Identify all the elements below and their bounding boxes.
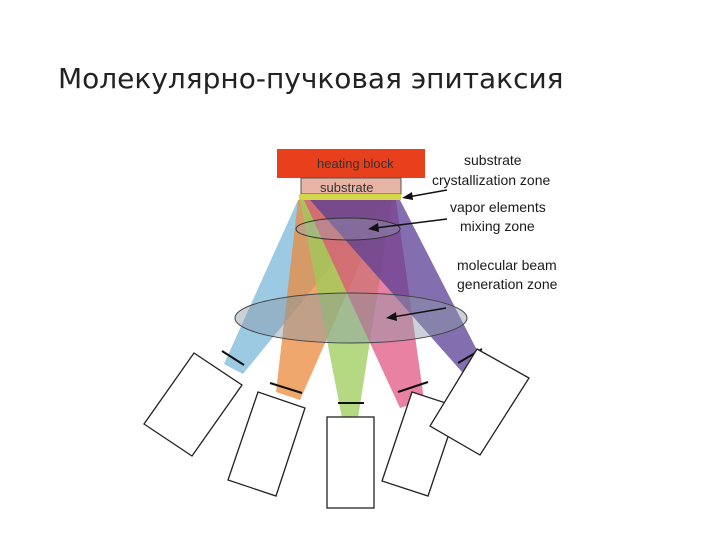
arrow-crystallization [407, 189, 448, 198]
arrow-crystallization-head [402, 192, 413, 200]
effusion-cell-3 [326, 416, 375, 509]
substrate-label: substrate [320, 180, 373, 195]
label-crystallization-2: crystallization zone [432, 172, 550, 188]
beam-purple [310, 200, 482, 372]
heating-block-label: heating block [317, 156, 394, 171]
arrow-mixing [374, 218, 448, 229]
effusion-cell-5 [429, 348, 530, 456]
substrate-film [299, 194, 401, 200]
generation-zone-ellipse [234, 292, 468, 344]
effusion-cells [143, 348, 530, 509]
shutter-4 [397, 381, 429, 393]
slide-title: Молекулярно-пучковая эпитаксия [58, 62, 564, 95]
label-crystallization-1: substrate [464, 152, 522, 168]
label-mixing-2: mixing zone [460, 218, 535, 234]
mixing-zone-ellipse [295, 217, 401, 241]
arrow-generation [392, 307, 447, 318]
arrow-mixing-head [368, 223, 379, 232]
shutter-2 [269, 382, 303, 394]
heating-block [277, 149, 425, 178]
shutter-1 [221, 350, 245, 366]
label-generation-2: generation zone [457, 276, 558, 292]
arrow-generation-head [386, 312, 397, 321]
label-generation-1: molecular beam [457, 257, 557, 273]
label-mixing-1: vapor elements [450, 199, 546, 215]
effusion-cell-2 [227, 391, 306, 497]
annotation-arrows [368, 189, 448, 321]
effusion-cell-1 [143, 352, 243, 457]
molecular-beams [224, 200, 482, 418]
